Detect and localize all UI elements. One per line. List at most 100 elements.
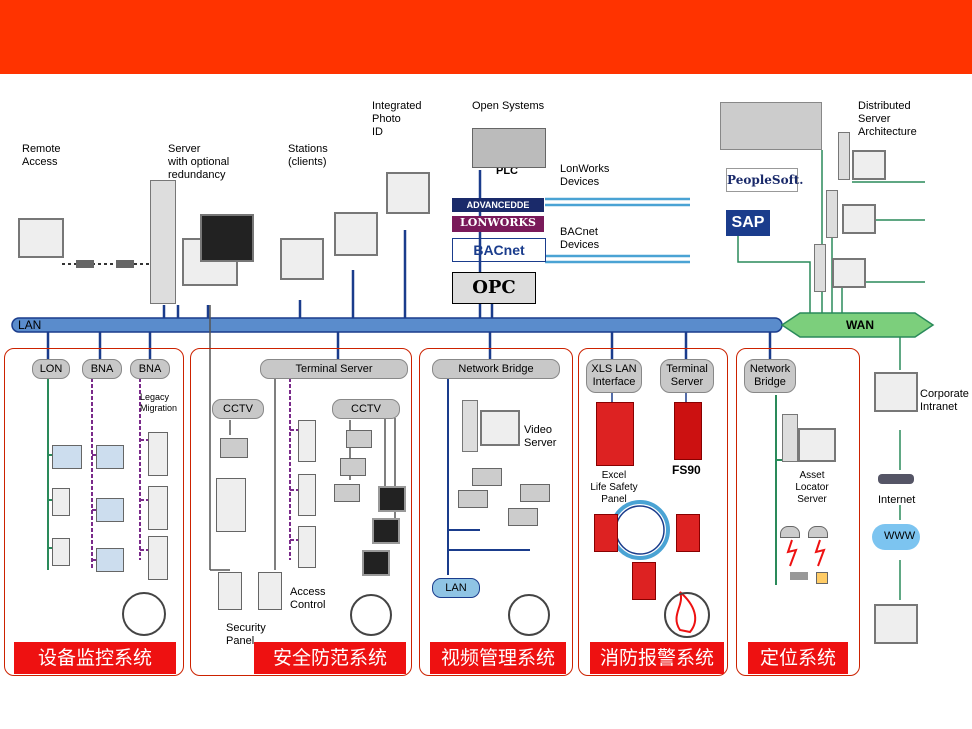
card-reader [216,478,246,532]
tracked-asset-1 [790,572,808,580]
corporate-workstation [874,372,918,412]
wan-backbone [780,312,935,338]
video-server-tower [462,400,478,452]
bna-pill-2: BNA [130,359,170,379]
peoplesoft-logo: PeopleSoft. [726,168,803,192]
location-system-box [736,348,860,676]
lan-label: LAN [18,318,42,332]
excel-panel-label: Excel Life Safety Panel [590,470,638,505]
internet-label: Internet [878,494,916,506]
fire-system-name: 消防报警系统 [590,642,724,674]
cctv-camera-icon [220,438,248,458]
lon-pill: LON [32,359,70,379]
bms-controller-4 [96,548,124,572]
lonworks-devices-label: LonWorks Devices [560,163,610,188]
open-systems-label: Open Systems [472,100,545,112]
plc-device [472,128,546,168]
locator-sensor-2 [808,526,828,538]
www-cloud [872,524,920,550]
network-bridge-pill: Network Bridge [432,359,560,379]
dist-server-2 [826,190,838,238]
bms-controller-2 [96,445,124,469]
server-tower [150,180,176,304]
bacnet-devices-label: BACnet Devices [560,226,600,251]
bms-system-box [4,348,184,676]
bms-controller-3 [96,498,124,522]
remote-web-workstation [874,604,918,644]
video-lan-pill: LAN [432,578,480,598]
hand-icon [350,594,392,636]
dist-monitor-1 [852,150,886,180]
remote-access-label: Remote Access [22,143,61,168]
mainframe-room [720,102,822,150]
security-panel-label: Security Panel [226,622,266,647]
legacy-panel-2 [148,486,168,530]
bms-system-name: 设备监控系统 [14,642,176,674]
lan-backbone [11,317,783,333]
bms-controller-1 [52,445,82,469]
video-camera-3 [520,484,550,502]
www-label: WWW [884,530,916,542]
video-system-name: 视频管理系统 [430,642,566,674]
security-panel-2 [258,572,282,610]
fan-icon [122,592,166,636]
fire-node-1 [594,514,618,552]
advancedde-logo: ADVANCEDDE [452,198,544,212]
excel-panel [596,402,634,466]
fs90-panel [674,402,702,460]
legacy-migration-label: Legacy Migration [140,392,178,413]
station-1 [280,238,324,280]
video-camera-4 [508,508,538,526]
lonworks-logo: LONWORKS [452,216,544,232]
dist-monitor-3 [832,258,866,288]
dist-server-3 [814,244,826,292]
asset-server-monitor [798,428,836,462]
fire-terminal-server-pill: Terminal Server [660,359,714,393]
opc-logo: OPC [452,272,536,304]
wan-label: WAN [846,318,874,332]
camera-1 [346,430,372,448]
photo-station [386,172,430,214]
bms-device-2 [52,538,70,566]
remote-workstation [18,218,64,258]
xls-lan-pill: XLS LAN Interface [586,359,642,393]
sap-logo: SAP [726,210,770,236]
security-panel-1 [218,572,242,610]
cctv-pill-1: CCTV [212,399,264,419]
server-label: Server with optional redundancy [168,143,230,181]
header-bar [0,0,972,74]
dist-server-1 [838,132,850,180]
asset-locator-label: Asset Locator Server [795,470,829,505]
terminal-server-pill: Terminal Server [260,359,408,379]
corporate-intranet-label: Corporate Intranet [920,388,969,413]
distributed-label: Distributed Server Architecture [858,100,917,138]
server-monitor-2 [200,214,254,262]
security-system-name: 安全防范系统 [254,642,406,674]
video-server-monitor [480,410,520,446]
fs90-label: FS90 [672,463,701,477]
legacy-panel-1 [148,432,168,476]
fire-node-2 [676,514,700,552]
video-system-box [419,348,573,676]
camera-2 [340,458,366,476]
fire-system-box [578,348,728,676]
video-server-label: Video Server [524,424,557,449]
cctv-monitor-3 [362,550,390,576]
photo-id-label: Integrated Photo ID [372,100,422,138]
bna-pill-1: BNA [82,359,122,379]
locator-sensor-1 [780,526,800,538]
location-system-name: 定位系统 [748,642,848,674]
fire-node-3 [632,562,656,600]
tracked-asset-2 [816,572,828,584]
bacnet-logo: BACnet [452,238,546,262]
dist-monitor-2 [842,204,876,234]
asset-server-tower [782,414,798,462]
access-reader-1 [298,420,316,462]
security-system-box [190,348,412,676]
cctv-monitor-1 [378,486,406,512]
cctv-pill-2: CCTV [332,399,400,419]
video-camera-1 [472,468,502,486]
station-2 [334,212,378,256]
flame-icon [664,592,710,638]
camera-3 [334,484,360,502]
